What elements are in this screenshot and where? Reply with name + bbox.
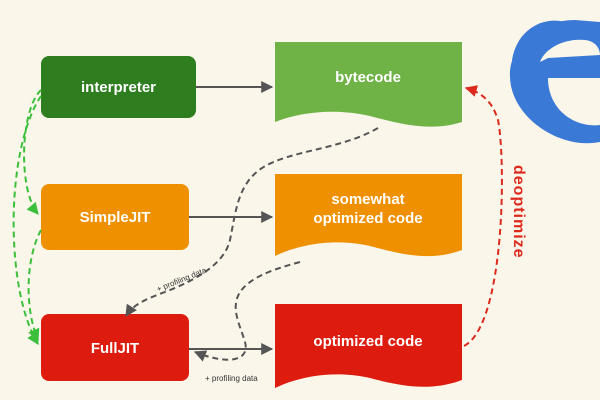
code-to-fulljit-profiling-arrow [193,261,301,362]
bytecode-label: bytecode [335,69,401,86]
bytecode-to-fulljit-profiling-arrow [125,127,379,318]
somewhat-label: somewhat [331,191,404,208]
bytecode-box: bytecode [275,42,462,127]
deoptimize-label: deoptimize [510,165,527,259]
simplejit-node: SimpleJIT [41,184,189,250]
interpreter-to-fulljit-arrow [12,95,42,346]
optimized-code-box: optimized code [275,304,462,388]
interpreter-to-simplejit-arrow [23,89,42,215]
profiling-data-label-lower: + profiling data [205,374,258,383]
profiling-data-label-upper: + profiling data [155,266,208,294]
deoptimize-arrow [463,85,503,347]
interpreter-label: interpreter [81,79,156,96]
interpreter-node: interpreter [41,56,196,118]
somewhat-optimized-code-box: somewhat optimized code [275,174,462,257]
simplejit-label: SimpleJIT [80,209,151,226]
edge-logo-icon [509,20,600,144]
simplejit-to-fulljit-arrow [27,229,42,342]
fulljit-node: FullJIT [41,314,189,381]
fulljit-label: FullJIT [91,340,139,357]
optimized-code-label-mid: optimized code [313,210,422,227]
optimized-code-label: optimized code [313,333,422,350]
